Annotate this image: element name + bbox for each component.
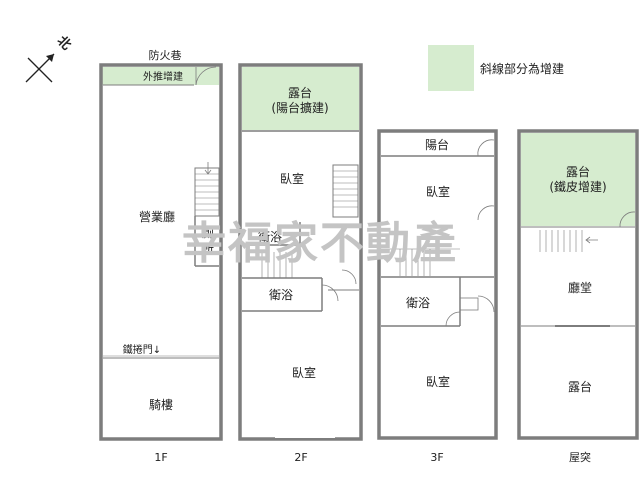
- 2f-bath-inner-label: 衛浴: [258, 230, 282, 244]
- roof-terrace-note: (鐵皮增建): [549, 179, 606, 194]
- 1f-addition-area: [101, 67, 219, 85]
- 2f-terrace-note: (陽台擴建): [271, 100, 328, 115]
- 3f-outline: [377, 129, 498, 440]
- legend: 斜線部分為增建: [428, 45, 564, 91]
- roof-floor-label: 屋突: [569, 450, 591, 464]
- floor-roof: [517, 129, 639, 440]
- north-arrow-icon: [46, 54, 54, 62]
- 2f-floor-label: 2F: [294, 451, 307, 464]
- legend-swatch: [428, 45, 474, 91]
- 3f-bedroom-top-label: 臥室: [426, 184, 450, 199]
- compass: 北: [25, 33, 74, 83]
- 1f-floor-label: 1F: [154, 451, 167, 464]
- 3f-balcony-label: 陽台: [425, 137, 449, 152]
- floor-2f: [238, 63, 363, 441]
- 3f-bedroom-bottom-label: 臥室: [426, 374, 450, 389]
- 1f-toilet-label-2: 所: [202, 242, 214, 256]
- 1f-shutter-label: 鐵捲門↓: [123, 343, 161, 356]
- roof-terrace-bottom-label: 露台: [568, 379, 592, 394]
- 1f-fire-lane-label: 防火巷: [149, 48, 182, 62]
- compass-north-label: 北: [54, 33, 74, 53]
- 1f-arcade-label: 騎樓: [149, 397, 173, 412]
- 2f-terrace-label: 露台: [288, 85, 312, 100]
- watermark: 幸福家不動產: [182, 218, 458, 269]
- legend-text: 斜線部分為增建: [480, 61, 564, 76]
- floor-3f: [377, 129, 498, 440]
- roof-outline: [517, 129, 639, 440]
- 2f-bath-label: 衛浴: [269, 288, 293, 302]
- 1f-toilet-label-1: 廁: [202, 225, 214, 240]
- roof-hall-label: 廳堂: [568, 280, 592, 295]
- floor-1f: [99, 63, 223, 441]
- 1f-hall-label: 營業廳: [139, 209, 175, 224]
- 2f-terrace-area: [242, 67, 359, 130]
- 2f-outline: [238, 63, 363, 441]
- 2f-bedroom-bottom-label: 臥室: [292, 365, 316, 380]
- 1f-outline: [99, 63, 223, 441]
- 2f-bedroom-top-label: 臥室: [280, 171, 304, 186]
- 3f-bath-label: 衛浴: [406, 296, 430, 310]
- 3f-floor-label: 3F: [430, 451, 443, 464]
- 1f-addition-label: 外推增建: [143, 70, 183, 83]
- roof-terrace-area: [521, 133, 635, 226]
- roof-terrace-label: 露台: [566, 164, 590, 179]
